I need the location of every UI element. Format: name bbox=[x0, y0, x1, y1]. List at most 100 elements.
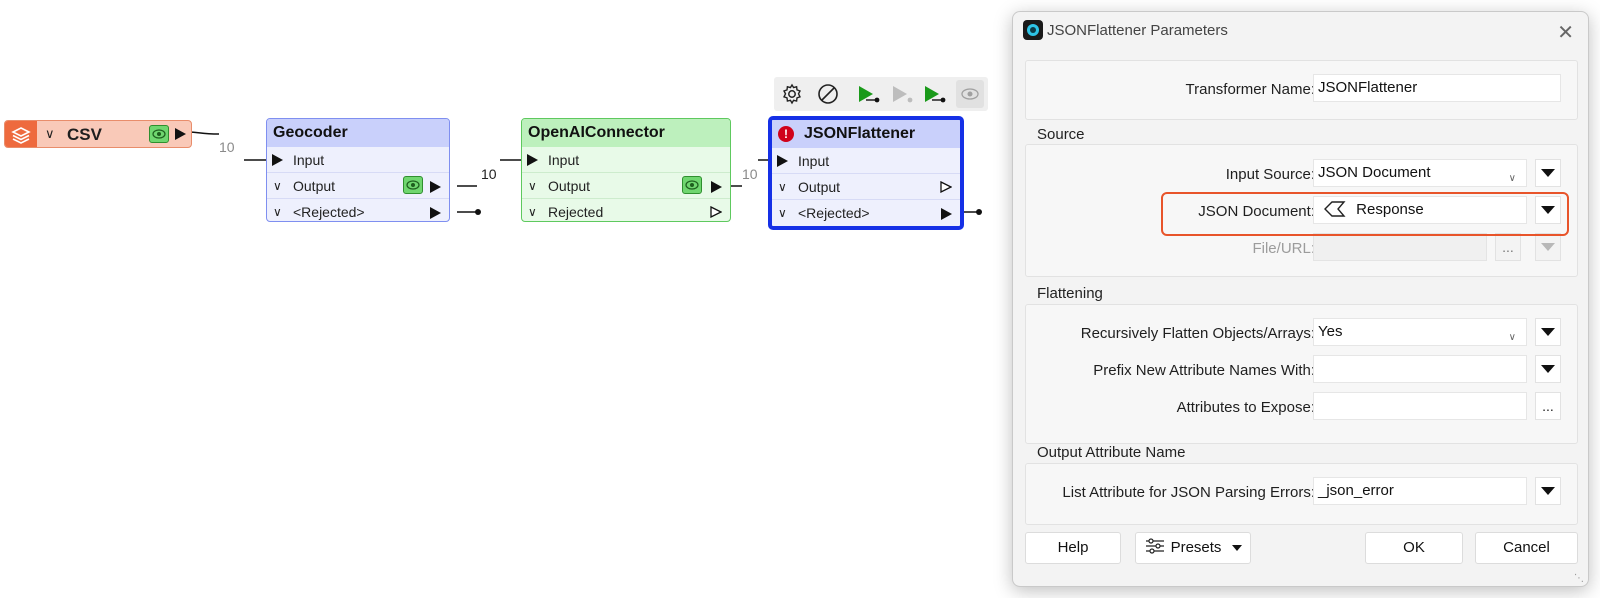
output-open-arrow-icon[interactable] bbox=[940, 181, 952, 193]
triangle-down-icon bbox=[1541, 487, 1555, 495]
geocoder-rejected-port[interactable]: ∨ <Rejected> bbox=[267, 199, 449, 221]
jsonflattener-title-bar: JSONFlattener bbox=[772, 120, 960, 148]
input-source-select[interactable]: JSON Document ∨ bbox=[1313, 159, 1527, 187]
output-arrow-icon[interactable] bbox=[711, 181, 722, 193]
chevron-down-icon[interactable]: ∨ bbox=[528, 205, 537, 219]
chevron-down-icon[interactable]: ∨ bbox=[273, 205, 282, 219]
chevron-down-icon[interactable]: ∨ bbox=[778, 206, 787, 220]
port-label: Output bbox=[798, 179, 841, 195]
openai-input-port[interactable]: Input bbox=[522, 147, 730, 173]
json-document-highlight bbox=[1161, 192, 1569, 236]
errors-menu-button[interactable] bbox=[1535, 477, 1561, 505]
link-csv-out[interactable] bbox=[187, 131, 220, 135]
file-url-label: File/URL: bbox=[1252, 240, 1315, 257]
connection-lines bbox=[187, 131, 982, 215]
expose-browse-button[interactable]: ... bbox=[1535, 392, 1561, 420]
json-document-value: Response bbox=[1356, 201, 1424, 218]
input-arrow-icon bbox=[777, 155, 788, 167]
workspace-canvas[interactable]: ∨ CSV 10 Geocoder Input ∨ Output ∨ <Reje… bbox=[0, 0, 1000, 598]
gear-icon[interactable] bbox=[778, 80, 806, 108]
chevron-down-icon[interactable]: ∨ bbox=[273, 179, 282, 193]
inspect-eye-icon[interactable] bbox=[956, 80, 984, 108]
input-arrow-icon bbox=[272, 154, 283, 166]
sliders-icon bbox=[1146, 538, 1165, 554]
input-source-menu-button[interactable] bbox=[1535, 159, 1561, 187]
port-label: Output bbox=[293, 178, 336, 194]
prefix-label: Prefix New Attribute Names With: bbox=[1093, 362, 1315, 379]
presets-button[interactable]: Presets bbox=[1135, 532, 1251, 564]
jsonflattener-output-port[interactable]: ∨ Output bbox=[772, 174, 960, 200]
geocoder-input-port[interactable]: Input bbox=[267, 147, 449, 173]
port-label: Output bbox=[548, 178, 591, 194]
rejected-arrow-icon[interactable] bbox=[430, 207, 441, 219]
inspect-eye-icon[interactable] bbox=[149, 125, 169, 143]
flattening-section-label: Flattening bbox=[1037, 285, 1103, 302]
close-icon[interactable]: ✕ bbox=[1557, 22, 1574, 44]
triangle-down-icon bbox=[1231, 545, 1242, 551]
jsonflattener-rejected-port[interactable]: ∨ <Rejected> bbox=[772, 200, 960, 226]
resize-grip-icon[interactable]: ⋱ bbox=[1574, 573, 1584, 584]
chevron-down-icon: ∨ bbox=[1508, 332, 1516, 343]
recursive-value: Yes bbox=[1318, 323, 1343, 340]
geocoder-output-port[interactable]: ∨ Output bbox=[267, 173, 449, 199]
recursive-menu-button[interactable] bbox=[1535, 318, 1561, 346]
chevron-down-icon: ∨ bbox=[1508, 173, 1516, 184]
run-just-this-icon[interactable] bbox=[920, 80, 948, 108]
help-button[interactable]: Help bbox=[1025, 532, 1121, 564]
prefix-menu-button[interactable] bbox=[1535, 355, 1561, 383]
ok-button[interactable]: OK bbox=[1365, 532, 1463, 564]
openai-connector-node[interactable]: OpenAIConnector Input ∨ Output ∨ Rejecte… bbox=[521, 118, 731, 222]
port-label: <Rejected> bbox=[293, 204, 365, 220]
port-label: <Rejected> bbox=[798, 205, 870, 221]
output-arrow-icon[interactable] bbox=[430, 181, 441, 193]
ellipsis-label: ... bbox=[1502, 239, 1514, 255]
file-url-browse-button[interactable]: ... bbox=[1495, 233, 1521, 261]
json-document-input[interactable]: Response bbox=[1313, 196, 1527, 224]
geocoder-node[interactable]: Geocoder Input ∨ Output ∨ <Rejected> bbox=[266, 118, 450, 222]
openai-rejected-port[interactable]: ∨ Rejected bbox=[522, 199, 730, 221]
inspect-eye-icon[interactable] bbox=[403, 176, 423, 194]
chevron-down-icon[interactable]: ∨ bbox=[778, 180, 787, 194]
expose-label: Attributes to Expose: bbox=[1176, 399, 1315, 416]
output-section-label: Output Attribute Name bbox=[1037, 444, 1186, 461]
file-url-input[interactable] bbox=[1313, 233, 1487, 261]
run-from-this-icon[interactable] bbox=[888, 80, 916, 108]
prefix-input[interactable] bbox=[1313, 355, 1527, 383]
csv-layers-icon bbox=[5, 121, 37, 147]
triangle-down-icon bbox=[1541, 328, 1555, 336]
dialog-title: JSONFlattener Parameters bbox=[1047, 22, 1228, 39]
input-source-label: Input Source: bbox=[1225, 166, 1315, 183]
chevron-down-icon[interactable]: ∨ bbox=[528, 179, 537, 193]
csv-reader-node[interactable]: ∨ CSV bbox=[4, 120, 192, 148]
openai-connector-title: OpenAIConnector bbox=[522, 119, 730, 147]
file-url-menu-button[interactable] bbox=[1535, 233, 1561, 261]
chevron-down-icon[interactable]: ∨ bbox=[45, 126, 55, 141]
rejected-arrow-icon[interactable] bbox=[941, 208, 952, 220]
disable-icon[interactable] bbox=[814, 80, 842, 108]
input-arrow-icon bbox=[527, 154, 538, 166]
json-document-label: JSON Document: bbox=[1198, 203, 1315, 220]
errors-input[interactable]: _json_error bbox=[1313, 477, 1527, 505]
openai-output-port[interactable]: ∨ Output bbox=[522, 173, 730, 199]
port-label: Input bbox=[293, 152, 325, 168]
csv-output-arrow-icon[interactable] bbox=[175, 128, 186, 140]
jsonflattener-title: JSONFlattener bbox=[804, 125, 916, 142]
cancel-button[interactable]: Cancel bbox=[1475, 532, 1578, 564]
error-icon: ! bbox=[778, 126, 794, 142]
rejected-open-arrow-icon[interactable] bbox=[710, 206, 722, 218]
port-label: Input bbox=[798, 153, 830, 169]
transformer-name-input[interactable]: JSONFlattener bbox=[1313, 74, 1561, 102]
geocoder-rejected-dot bbox=[475, 209, 481, 215]
csv-node-label: CSV bbox=[67, 125, 102, 144]
recursive-select[interactable]: Yes ∨ bbox=[1313, 318, 1527, 346]
jsonflattener-input-port[interactable]: Input bbox=[772, 148, 960, 174]
jsonflattener-node[interactable]: JSONFlattener ! Input ∨ Output ∨ <Reject… bbox=[768, 116, 964, 230]
dialog-titlebar[interactable]: JSONFlattener Parameters ✕ bbox=[1013, 12, 1588, 50]
triangle-down-icon bbox=[1541, 206, 1555, 214]
transformer-name-label: Transformer Name: bbox=[1185, 81, 1315, 98]
expose-input[interactable] bbox=[1313, 392, 1527, 420]
parameters-dialog: JSONFlattener Parameters ✕ Transformer N… bbox=[1012, 11, 1589, 587]
inspect-eye-icon[interactable] bbox=[682, 176, 702, 194]
json-document-menu-button[interactable] bbox=[1535, 196, 1561, 224]
run-to-this-icon[interactable] bbox=[854, 80, 882, 108]
